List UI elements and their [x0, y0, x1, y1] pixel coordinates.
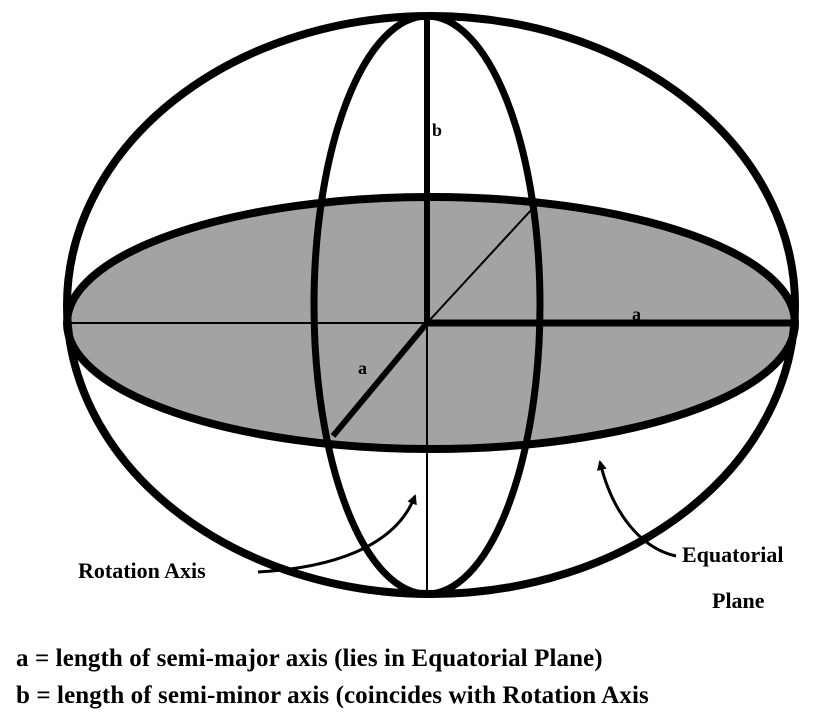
semi-major-axis-a-diagonal	[330, 321, 430, 438]
legend-semi-major: a = length of semi-major axis (lies in E…	[16, 645, 603, 672]
equatorial-label-line2: Plane	[712, 588, 765, 613]
equatorial-plane-arrow	[597, 460, 677, 558]
label-b: b	[432, 120, 442, 140]
rotation-axis-arrow	[257, 494, 417, 574]
equatorial-label-line1: Equatorial	[682, 542, 783, 567]
label-a-horizontal: a	[632, 304, 641, 324]
label-a-diagonal: a	[358, 358, 367, 378]
meridian-ellipse	[310, 12, 544, 598]
legend-semi-minor: b = length of semi-minor axis (coincides…	[16, 682, 649, 709]
rotation-axis-label: Rotation Axis	[78, 558, 206, 583]
diagonal-line-upper	[426, 207, 534, 324]
